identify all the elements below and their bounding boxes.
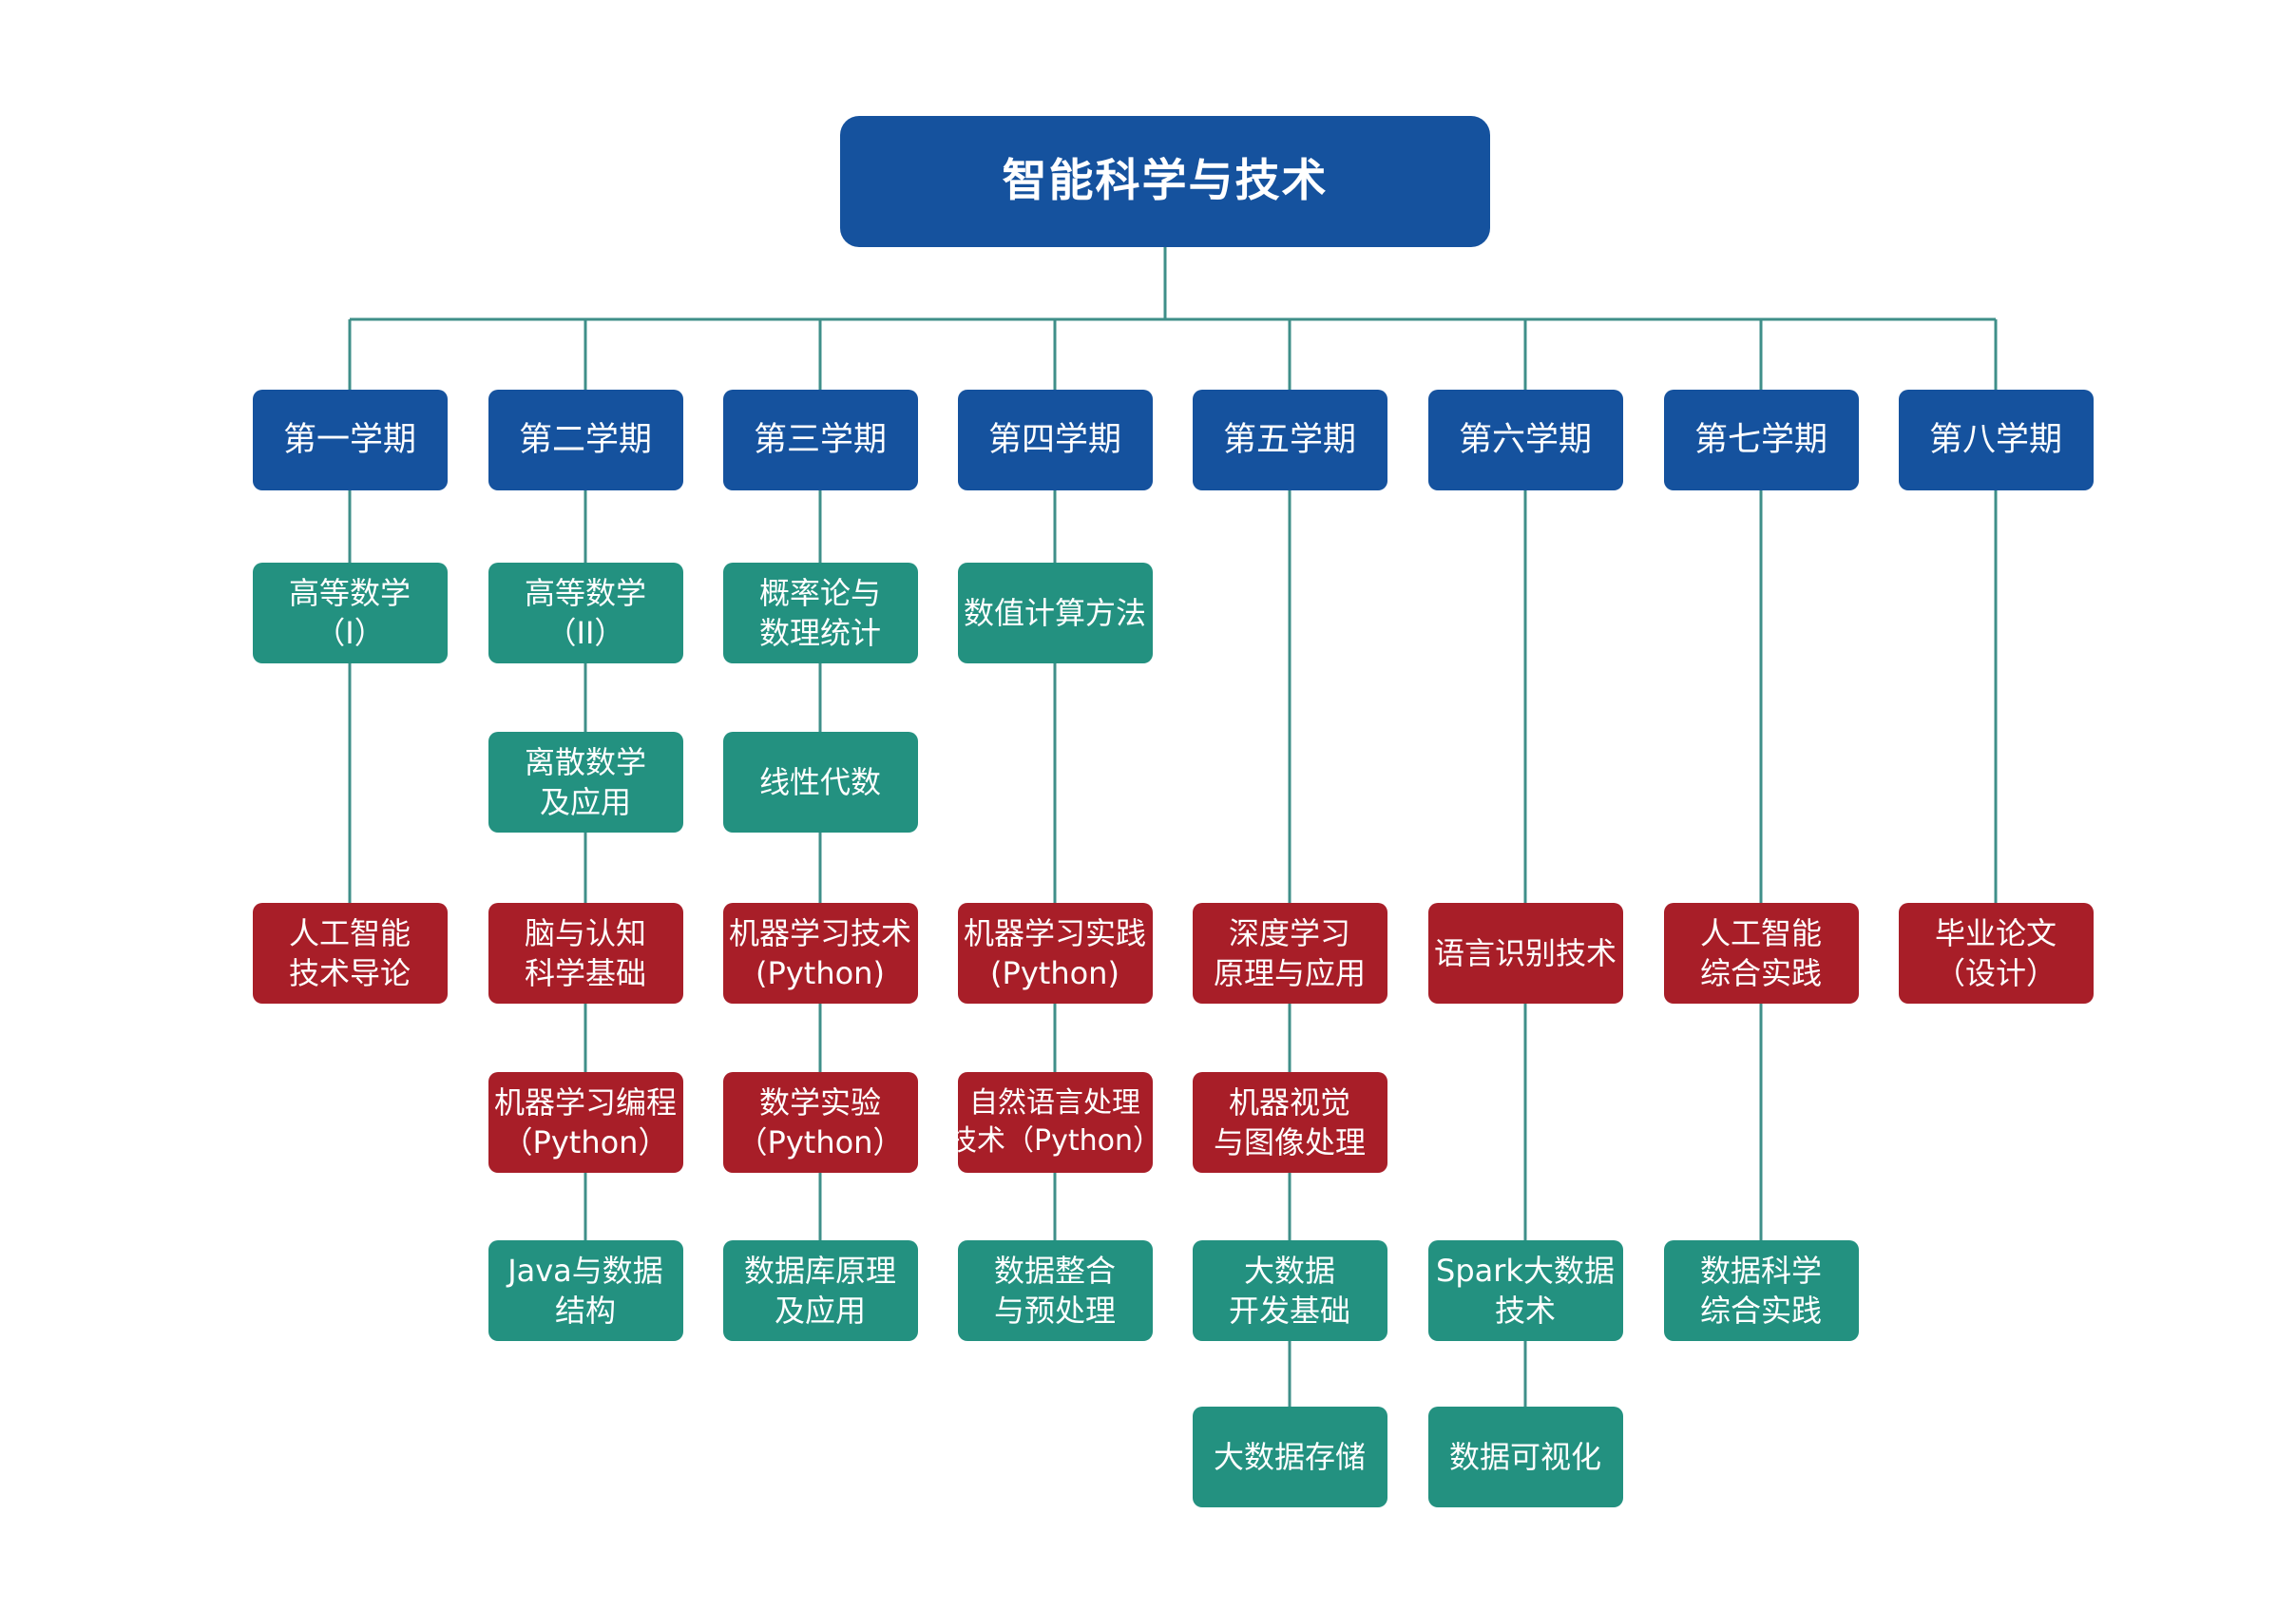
course-box: 数值计算方法 xyxy=(957,563,1153,663)
course-label-line: 数据可视化 xyxy=(1448,1438,1601,1475)
course-box: 概率论与数理统计 xyxy=(722,563,918,663)
course-label-line: （设计） xyxy=(1934,955,2057,991)
semester-4-header: 第四学期 xyxy=(957,390,1153,490)
course-label-line: 高等数学 xyxy=(524,574,646,611)
course-label-line: 技术 xyxy=(1494,1293,1556,1329)
course-label-line: 机器学习编程 xyxy=(493,1083,677,1121)
course-box: 离散数学及应用 xyxy=(488,732,683,833)
course-label-line: 与预处理 xyxy=(993,1293,1116,1329)
course-label-line: 离散数学 xyxy=(524,743,646,780)
course-label-line: 机器视觉 xyxy=(1228,1083,1350,1121)
course-label-line: 概率论与 xyxy=(758,574,881,611)
course-label-line: 数值计算方法 xyxy=(963,594,1146,631)
course-label-line: 结构 xyxy=(554,1293,616,1329)
course-label-line: 数据库原理 xyxy=(743,1252,896,1289)
course-box: 数据科学综合实践 xyxy=(1663,1240,1859,1341)
course-box: 人工智能技术导论 xyxy=(252,903,448,1004)
course-box: 机器视觉与图像处理 xyxy=(1192,1072,1387,1173)
course-label-line: 人工智能 xyxy=(288,914,411,951)
course-box: 大数据开发基础 xyxy=(1192,1240,1387,1341)
course-label-line: 脑与认知 xyxy=(524,914,646,951)
course-label-line: 线性代数 xyxy=(758,763,881,800)
course-label-line: (Python) xyxy=(756,955,885,991)
course-label-line: 数据科学 xyxy=(1699,1252,1822,1289)
course-label-line: 技术（Python） xyxy=(948,1124,1161,1158)
course-label-line: 与图像处理 xyxy=(1213,1124,1366,1160)
course-box: 深度学习原理与应用 xyxy=(1192,903,1387,1004)
course-box: 大数据存储 xyxy=(1192,1407,1387,1507)
course-label-line: 数理统计 xyxy=(758,615,881,651)
course-label-line: 深度学习 xyxy=(1228,914,1350,951)
semester-6-header: 第六学期 xyxy=(1427,390,1623,490)
course-label-line: (Python) xyxy=(990,955,1119,991)
course-label-line: 大数据存储 xyxy=(1213,1438,1366,1475)
course-box: 脑与认知科学基础 xyxy=(488,903,683,1004)
course-label-line: 技术导论 xyxy=(288,955,411,991)
course-box: 高等数学 （I） xyxy=(252,563,448,663)
course-label-line: （II） xyxy=(545,615,625,651)
course-box: 自然语言处理技术（Python） xyxy=(948,1072,1161,1173)
course-box: 毕业论文 （设计） xyxy=(1898,903,2094,1004)
semester-1-header: 第一学期 xyxy=(252,390,448,490)
course-box: 高等数学 （II） xyxy=(488,563,683,663)
course-box: 人工智能综合实践 xyxy=(1663,903,1859,1004)
course-box: 机器学习实践 (Python) xyxy=(957,903,1153,1004)
course-label-line: 开发基础 xyxy=(1228,1293,1350,1329)
course-label-line: （I） xyxy=(315,615,385,651)
course-label-line: 机器学习技术 xyxy=(728,914,911,951)
course-label-line: 科学基础 xyxy=(524,955,646,991)
course-box: 数据可视化 xyxy=(1427,1407,1623,1507)
course-label-line: 及应用 xyxy=(774,1293,866,1329)
course-box: 语言识别技术 xyxy=(1427,903,1623,1004)
semester-8-header: 第八学期 xyxy=(1898,390,2094,490)
course-label-line: Java与数据 xyxy=(507,1252,663,1289)
course-label-line: （Python） xyxy=(737,1124,904,1160)
course-label-line: 机器学习实践 xyxy=(963,914,1146,951)
course-label-line: 综合实践 xyxy=(1699,1293,1822,1329)
course-label-line: 高等数学 xyxy=(288,574,411,611)
course-box: 数学实验（Python） xyxy=(722,1072,918,1173)
course-label-line: 大数据 xyxy=(1243,1252,1335,1289)
course-label-line: 人工智能 xyxy=(1699,914,1822,951)
course-label-line: 综合实践 xyxy=(1699,955,1822,991)
course-label-line: 及应用 xyxy=(539,784,631,820)
semester-3-header: 第三学期 xyxy=(722,390,918,490)
semester-5-header: 第五学期 xyxy=(1192,390,1387,490)
course-box: 数据整合与预处理 xyxy=(957,1240,1153,1341)
course-label-line: （Python） xyxy=(502,1124,669,1160)
course-box: 机器学习编程（Python） xyxy=(488,1072,683,1173)
course-box: 数据库原理及应用 xyxy=(722,1240,918,1341)
course-box: 机器学习技术 (Python) xyxy=(722,903,918,1004)
course-box: Java与数据结构 xyxy=(488,1240,683,1341)
semester-7-header: 第七学期 xyxy=(1663,390,1859,490)
program-title: 智能科学与技术 xyxy=(840,116,1490,247)
course-label-line: Spark大数据 xyxy=(1436,1252,1615,1289)
course-box: Spark大数据技术 xyxy=(1427,1240,1623,1341)
course-label-line: 语言识别技术 xyxy=(1433,934,1617,971)
course-box: 线性代数 xyxy=(722,732,918,833)
course-label-line: 数学实验 xyxy=(758,1083,881,1121)
course-label-line: 数据整合 xyxy=(993,1252,1116,1289)
semester-2-header: 第二学期 xyxy=(488,390,683,490)
course-label-line: 自然语言处理 xyxy=(969,1086,1140,1121)
course-label-line: 毕业论文 xyxy=(1934,914,2057,951)
course-label-line: 原理与应用 xyxy=(1213,955,1366,991)
